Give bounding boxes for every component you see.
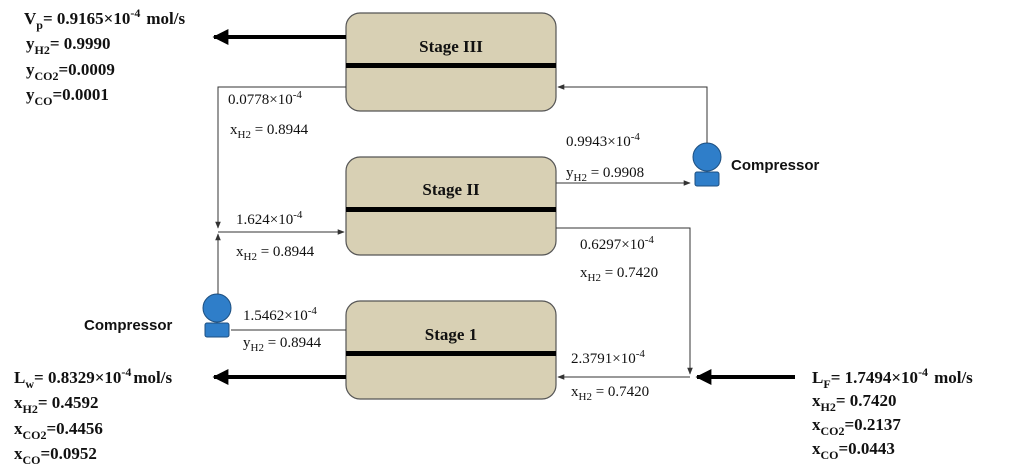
s3-retentate-comp: xH2 = 0.8944: [230, 122, 309, 141]
s2-feed-flow: 1.624×10-4: [236, 209, 303, 228]
feed-co2-text: xCO2=0.2137: [812, 415, 901, 438]
compressor-top-label: Compressor: [731, 157, 820, 174]
product-h2-text: yH2= 0.9990: [26, 34, 111, 57]
s2-permeate-comp: yH2 = 0.9908: [566, 165, 644, 184]
stage-1-label: Stage 1: [425, 325, 477, 344]
s2-feed-comp: xH2 = 0.8944: [236, 244, 315, 263]
s1-permeate-comp: yH2 = 0.8944: [243, 335, 322, 354]
stream-labels: 0.0778×10-4 xH2 = 0.8944 0.9943×10-4 yH2…: [228, 89, 658, 403]
stage-2-membrane: [346, 207, 556, 212]
retentate-co-text: xCO=0.0952: [14, 444, 97, 464]
s2-retentate-comp: xH2 = 0.7420: [580, 265, 658, 284]
stage-3-membrane: [346, 63, 556, 68]
s3-retentate-flow: 0.0778×10-4: [228, 89, 302, 108]
retentate-h2-text: xH2= 0.4592: [14, 393, 99, 416]
compressor-left-icon: [202, 293, 232, 338]
stage-2-label: Stage II: [422, 180, 480, 199]
feed-h2-text: xH2= 0.7420: [812, 391, 897, 414]
retentate-co2-text: xCO2=0.4456: [14, 419, 103, 442]
s2-retentate-flow: 0.6297×10-4: [580, 234, 654, 253]
product-co2-text: yCO2=0.0009: [26, 60, 115, 83]
product-co-text: yCO=0.0001: [26, 85, 109, 108]
feed-co-text: xCO=0.0443: [812, 439, 895, 462]
stream-lines: [215, 84, 708, 380]
stage-2-module: Stage II: [345, 156, 557, 256]
s1-permeate-flow: 1.5462×10-4: [243, 305, 317, 324]
stage-1-module: Stage 1: [345, 300, 557, 400]
stage-3-label: Stage III: [419, 37, 483, 56]
stage-3-module: Stage III: [345, 12, 557, 112]
stage-1-membrane: [346, 351, 556, 356]
compressor-top-icon: [692, 142, 722, 187]
main-flow-arrows: [212, 29, 795, 385]
s2-permeate-flow: 0.9943×10-4: [566, 131, 640, 150]
s1-feed-comp: xH2 = 0.7420: [571, 384, 649, 403]
compressor-left-label: Compressor: [84, 317, 173, 334]
s1-feed-flow: 2.3791×10-4: [571, 348, 645, 367]
